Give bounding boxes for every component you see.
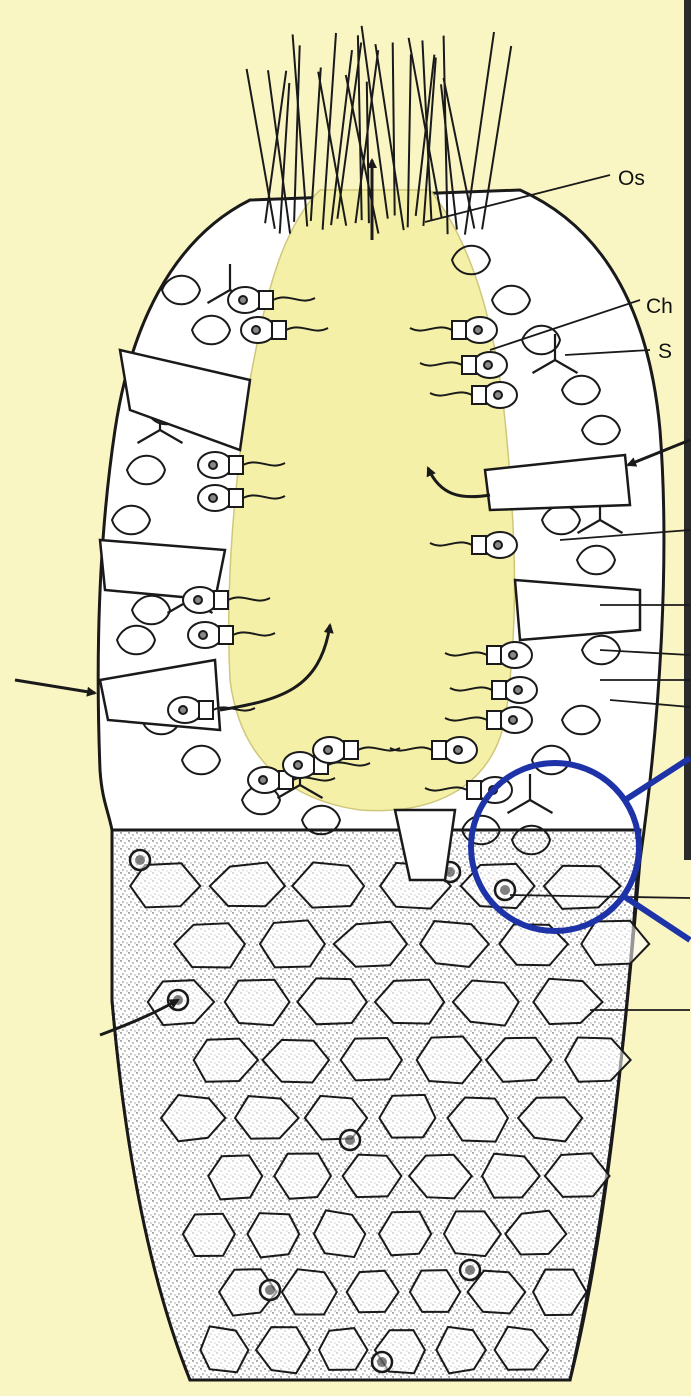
right-edge-strip: [684, 0, 691, 860]
label-osculum: Os: [618, 167, 645, 190]
choanocyte-collar: [462, 356, 476, 374]
cell-nucleus-core: [465, 1265, 475, 1275]
choanocyte-collar: [432, 741, 446, 759]
label-spicule: S: [658, 340, 672, 363]
choanocyte-nucleus: [252, 326, 260, 334]
choanocyte-nucleus: [324, 746, 332, 754]
cell-nucleus-core: [345, 1135, 355, 1145]
choanocyte-nucleus: [454, 746, 462, 754]
choanocyte-collar: [467, 781, 481, 799]
label-choanocyte: Ch: [646, 295, 673, 318]
choanocyte-collar: [272, 321, 286, 339]
choanocyte-nucleus: [484, 361, 492, 369]
choanocyte-nucleus: [294, 761, 302, 769]
choanocyte-nucleus: [209, 461, 217, 469]
choanocyte-collar: [229, 456, 243, 474]
choanocyte-nucleus: [259, 776, 267, 784]
choanocyte-collar: [219, 626, 233, 644]
choanocyte-collar: [229, 489, 243, 507]
tube-cell: [581, 921, 649, 965]
choanocyte-collar: [492, 681, 506, 699]
choanocyte-collar: [487, 646, 501, 664]
choanocyte-collar: [472, 536, 486, 554]
choanocyte-nucleus: [509, 716, 517, 724]
choanocyte-collar: [259, 291, 273, 309]
choanocyte-collar: [344, 741, 358, 759]
choanocyte-nucleus: [474, 326, 482, 334]
choanocyte-nucleus: [239, 296, 247, 304]
choanocyte-collar: [199, 701, 213, 719]
tube-cell: [183, 1214, 235, 1256]
choanocyte-nucleus: [179, 706, 187, 714]
choanocyte-collar: [472, 386, 486, 404]
cell-nucleus-core: [377, 1357, 387, 1367]
choanocyte-nucleus: [509, 651, 517, 659]
choanocyte-nucleus: [494, 391, 502, 399]
choanocyte-nucleus: [514, 686, 522, 694]
cell-nucleus-core: [135, 855, 145, 865]
cell-nucleus-core: [265, 1285, 275, 1295]
choanocyte-nucleus: [194, 596, 202, 604]
porocyte: [515, 580, 640, 640]
choanocyte-collar: [452, 321, 466, 339]
choanocyte-collar: [214, 591, 228, 609]
choanocyte-nucleus: [209, 494, 217, 502]
choanocyte-collar: [487, 711, 501, 729]
inflow-arrow-left: [15, 680, 95, 693]
choanocyte-nucleus: [199, 631, 207, 639]
cell-nucleus-core: [500, 885, 510, 895]
choanocyte-nucleus: [494, 541, 502, 549]
